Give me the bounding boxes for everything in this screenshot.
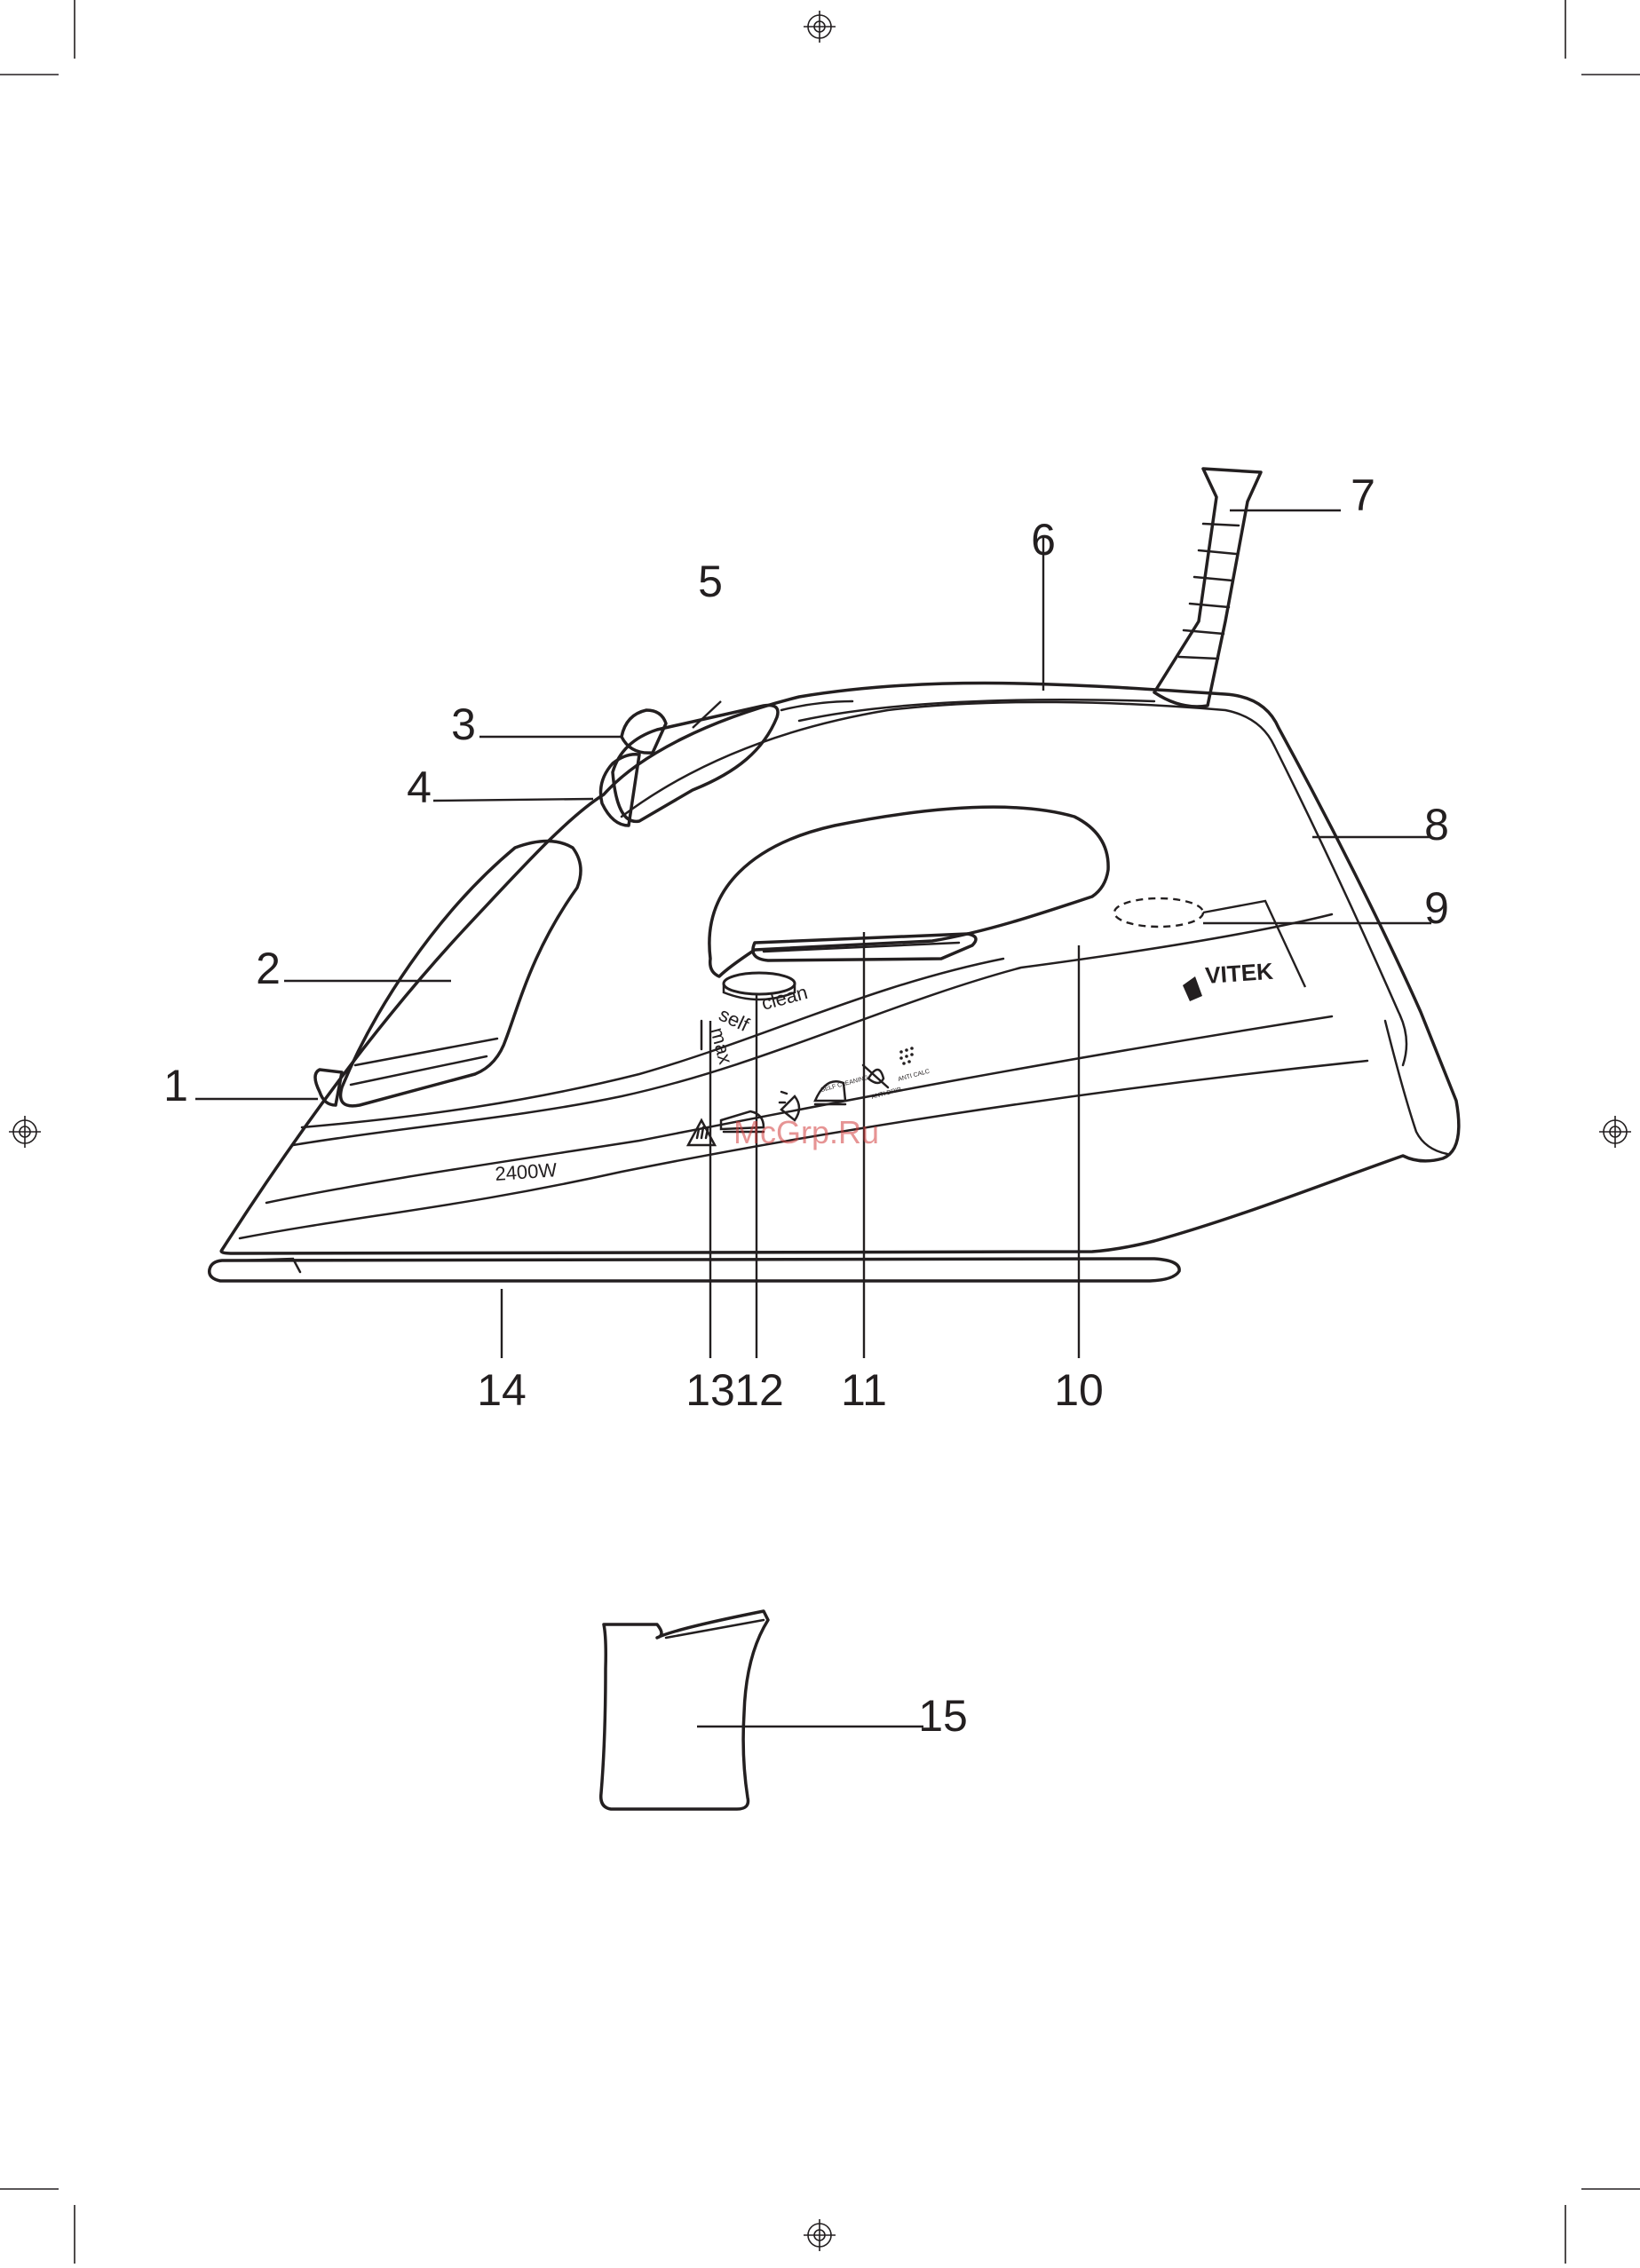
anti-drip-caption: ANTI DRIP xyxy=(871,1087,903,1101)
spray-nozzle xyxy=(315,1070,342,1105)
callout-3: 3 xyxy=(451,699,476,749)
callout-15: 15 xyxy=(918,1691,968,1741)
brand-name: VITEK xyxy=(1204,958,1274,989)
measuring-cup xyxy=(601,1611,768,1809)
anti-calc-caption: ANTI CALC xyxy=(898,1069,931,1083)
callout-12: 12 xyxy=(734,1365,784,1415)
callout-4: 4 xyxy=(407,763,432,812)
registration-mark-top xyxy=(804,11,836,43)
callout-7: 7 xyxy=(1351,470,1375,520)
vitek-logo-icon xyxy=(1183,976,1202,1001)
callout-8: 8 xyxy=(1424,800,1449,850)
registration-mark-bottom xyxy=(804,2219,836,2251)
callout-5: 5 xyxy=(698,557,723,606)
registration-mark-left xyxy=(9,1116,41,1148)
callout-2: 2 xyxy=(256,944,281,993)
water-tank-window xyxy=(341,842,581,1106)
callout-13: 13 xyxy=(685,1365,735,1415)
callout-14: 14 xyxy=(477,1365,527,1415)
power-cord-guard xyxy=(1154,469,1261,707)
indicator-light xyxy=(1114,898,1203,927)
watermark: McGrp.Ru xyxy=(733,1114,879,1150)
callout-11: 11 xyxy=(841,1365,887,1415)
registration-mark-right xyxy=(1599,1116,1631,1148)
callout-10: 10 xyxy=(1054,1365,1104,1415)
callout-6: 6 xyxy=(1031,515,1056,565)
power-rating: 2400W xyxy=(495,1158,559,1185)
anti-calc-icon xyxy=(899,1047,914,1065)
callout-1: 1 xyxy=(163,1061,188,1110)
soleplate xyxy=(210,1259,1179,1281)
callout-9: 9 xyxy=(1424,883,1449,933)
brand-logo: VITEK xyxy=(1183,958,1274,1001)
